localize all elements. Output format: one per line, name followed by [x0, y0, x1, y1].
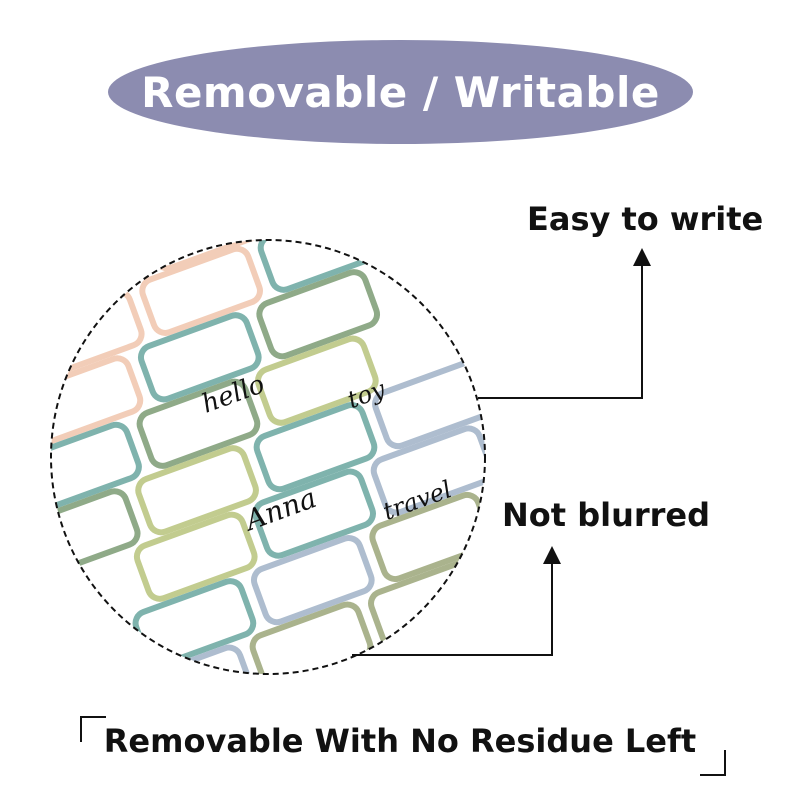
sticker-label [51, 421, 142, 512]
sticker-label [370, 425, 485, 516]
bracket-corner-bottom-right [700, 750, 726, 776]
magnifier-outline [50, 239, 486, 675]
bracket-corner-top-left [80, 716, 106, 742]
sticker-label [250, 535, 375, 626]
sticker-label [139, 245, 263, 336]
arrow-up-icon [633, 248, 651, 266]
callout-line-blur [352, 560, 553, 656]
sticker-label [137, 312, 262, 403]
arrow-up-icon [543, 546, 561, 564]
callout-not-blurred: Not blurred [502, 496, 711, 534]
sticker-label [133, 511, 258, 602]
title-banner: Removable / Writable [108, 40, 693, 144]
sticker-label [135, 445, 259, 536]
sticker-label [136, 378, 261, 469]
sticker-label [252, 468, 376, 559]
sticker-label [255, 335, 379, 426]
callout-line-easy [478, 262, 643, 399]
sticker-label [256, 269, 381, 360]
banner-title: Removable / Writable [141, 67, 660, 117]
sticker-label [372, 358, 485, 450]
sticker-label [253, 402, 378, 493]
footer-caption: Removable With No Residue Left [103, 722, 697, 760]
callout-easy-to-write: Easy to write [527, 200, 764, 238]
sticker-label [51, 488, 141, 579]
sticker-label [257, 240, 382, 293]
